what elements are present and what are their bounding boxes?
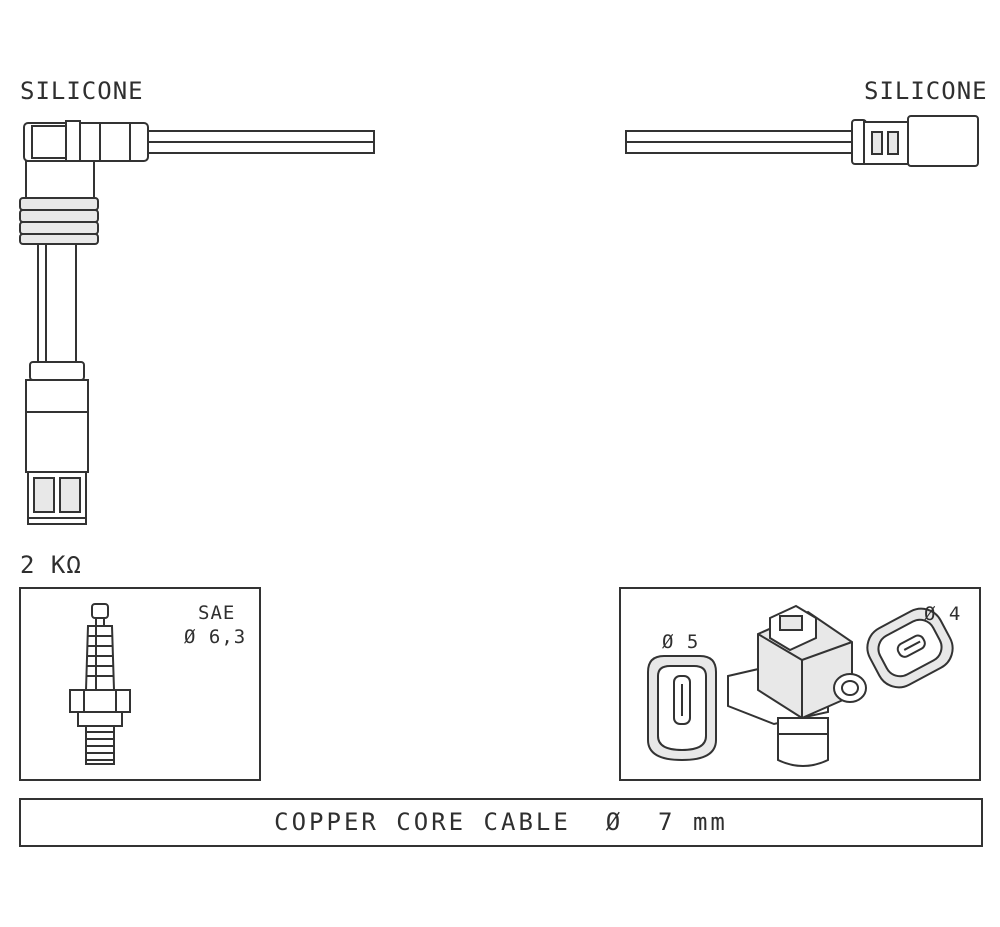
spark-plug-standard-label: SAE <box>198 602 236 624</box>
left-cable <box>147 130 375 154</box>
coil-terminal-4mm-icon <box>866 607 954 689</box>
coil-terminal-diameter-b-label: Ø 4 <box>924 603 962 625</box>
spark-plug-box <box>19 587 261 781</box>
silicone-label-left: SILICONE <box>20 77 144 105</box>
right-straight-boot-connector <box>851 115 979 167</box>
spark-plug-diameter-label: Ø 6,3 <box>184 626 247 648</box>
coil-terminal-5mm-icon <box>647 655 717 762</box>
ignition-coil-icon <box>727 604 867 767</box>
silicone-label-right: SILICONE <box>864 77 988 105</box>
left-angled-boot-connector <box>19 120 149 525</box>
spark-plug-icon <box>69 603 131 765</box>
ignition-coil-box <box>619 587 981 781</box>
cable-description-box <box>19 798 983 847</box>
cable-description-label: COPPER CORE CABLE Ø 7 mm <box>274 808 728 836</box>
resistance-label: 2 KΩ <box>20 551 82 579</box>
right-cable <box>625 130 857 154</box>
coil-terminal-diameter-a-label: Ø 5 <box>662 631 700 653</box>
